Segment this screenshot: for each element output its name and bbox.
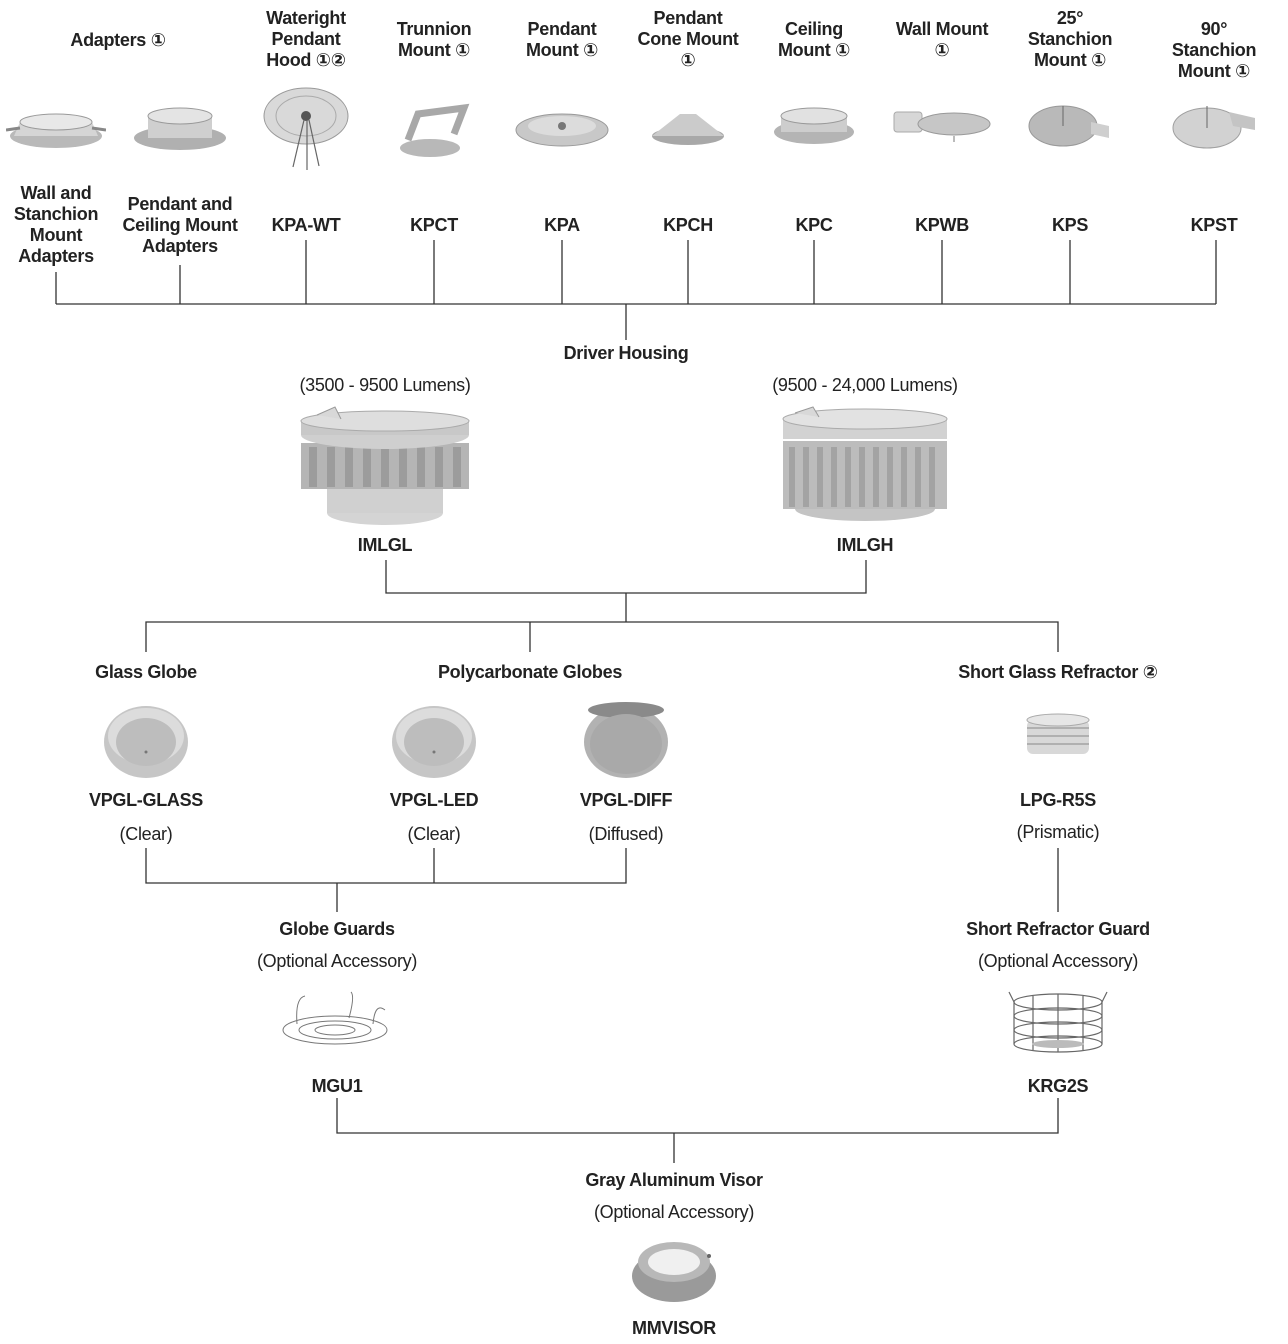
- wall-stanchion-adapter-image: [6, 100, 106, 160]
- kps-image: [1025, 98, 1115, 153]
- krg2s-code: KRG2S: [1027, 1076, 1089, 1096]
- kpa-image: [512, 106, 612, 151]
- polycarbonate-globes-title: Polycarbonate Globes: [437, 662, 623, 682]
- imlgh-code: IMLGH: [836, 535, 894, 555]
- driver-housing-title: Driver Housing: [563, 343, 689, 363]
- header-wateright-pendant-hood: Wateright Pendant Hood ①②: [266, 8, 346, 70]
- code-kpa-wt: KPA-WT: [271, 215, 341, 235]
- kpst-image: [1169, 98, 1259, 153]
- kpch-image: [648, 106, 728, 151]
- visor-title: Gray Aluminum Visor: [585, 1170, 763, 1190]
- code-kps: KPS: [1051, 215, 1089, 235]
- header-pendant-mount: Pendant Mount ①: [525, 19, 599, 60]
- header-ceiling-mount: Ceiling Mount ①: [777, 19, 851, 60]
- imlgl-housing-image: [295, 405, 475, 530]
- header-25-stanchion-mount: 25° Stanchion Mount ①: [1027, 8, 1113, 70]
- short-refractor-guard-sub: (Optional Accessory): [977, 951, 1139, 971]
- adapter-pendant-ceiling-label: Pendant and Ceiling Mount Adapters: [122, 194, 238, 256]
- kpct-image: [394, 100, 474, 160]
- kpwb-image: [892, 104, 992, 149]
- vpgl-led-code: VPGL-LED: [389, 790, 479, 810]
- mmvisor-code: MMVISOR: [632, 1318, 716, 1338]
- adapter-wall-stanchion-label: Wall and Stanchion Mount Adapters: [13, 183, 99, 266]
- globe-guards-title: Globe Guards: [279, 919, 395, 939]
- vpgl-glass-image: [103, 702, 189, 780]
- code-kpc: KPC: [795, 215, 833, 235]
- globe-guards-sub: (Optional Accessory): [256, 951, 418, 971]
- lpg-r5s-image: [1023, 712, 1093, 762]
- code-kpst: KPST: [1190, 215, 1238, 235]
- vpgl-led-desc: (Clear): [407, 824, 461, 844]
- krg2s-guard-image: [1003, 988, 1113, 1058]
- visor-sub: (Optional Accessory): [593, 1202, 755, 1222]
- vpgl-led-image: [391, 702, 477, 780]
- short-glass-refractor-title: Short Glass Refractor ②: [958, 662, 1158, 682]
- header-pendant-cone-mount: Pendant Cone Mount ①: [637, 8, 739, 70]
- imlgh-housing-image: [775, 405, 955, 530]
- vpgl-diff-image: [583, 700, 669, 780]
- header-wall-mount: Wall Mount ①: [895, 19, 989, 60]
- header-trunnion-mount: Trunnion Mount ①: [396, 19, 472, 60]
- lpg-r5s-code: LPG-R5S: [1020, 790, 1096, 810]
- vpgl-glass-desc: (Clear): [119, 824, 173, 844]
- kpa-wt-image: [261, 82, 351, 172]
- imlgl-code: IMLGL: [357, 535, 413, 555]
- vpgl-diff-desc: (Diffused): [588, 824, 664, 844]
- mmvisor-image: [629, 1236, 719, 1304]
- imlgh-lumen-range: (9500 - 24,000 Lumens): [772, 375, 958, 395]
- glass-globe-title: Glass Globe: [95, 662, 197, 682]
- vpgl-diff-code: VPGL-DIFF: [579, 790, 673, 810]
- vpgl-glass-code: VPGL-GLASS: [88, 790, 204, 810]
- code-kpct: KPCT: [410, 215, 458, 235]
- pendant-ceiling-adapter-image: [130, 98, 230, 158]
- mgu1-code: MGU1: [311, 1076, 363, 1096]
- imlgl-lumen-range: (3500 - 9500 Lumens): [299, 375, 471, 395]
- lpg-r5s-desc: (Prismatic): [1016, 822, 1100, 842]
- code-kpwb: KPWB: [915, 215, 969, 235]
- kpc-image: [769, 100, 859, 150]
- mgu1-guard-image: [279, 990, 395, 1058]
- header-90-stanchion-mount: 90° Stanchion Mount ①: [1171, 19, 1257, 81]
- code-kpch: KPCH: [663, 215, 713, 235]
- header-adapters: Adapters ①: [70, 30, 166, 50]
- short-refractor-guard-title: Short Refractor Guard: [966, 919, 1150, 939]
- code-kpa: KPA: [544, 215, 580, 235]
